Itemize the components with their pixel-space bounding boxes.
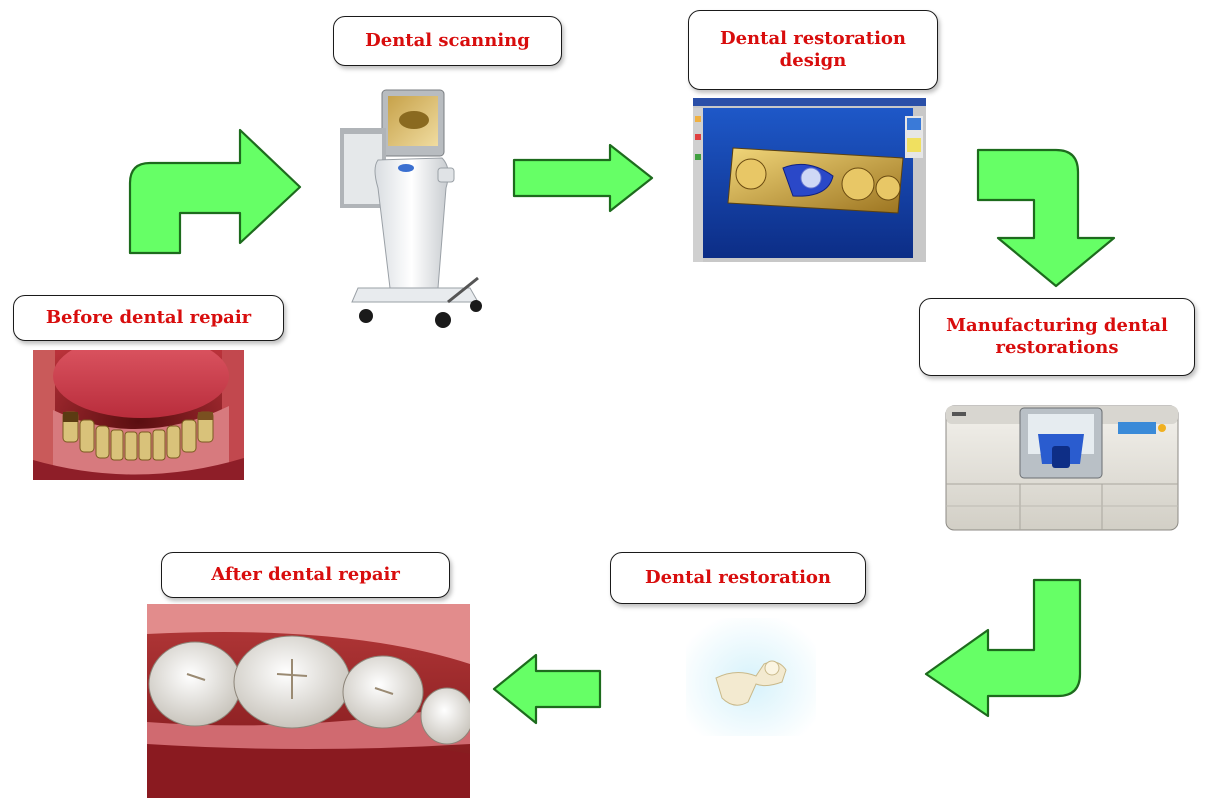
arrow-design-to-manufacturing [976,148,1118,288]
arrow-scanning-to-design [512,143,654,213]
design-software-screen [693,98,926,262]
dental-scanner-image [338,88,488,328]
milling-machine-image [942,398,1182,538]
label-manufacturing-dental-restorations: Manufacturing dental restorations [919,298,1195,376]
arrow-restoration-to-after [492,653,602,725]
label-dental-restoration: Dental restoration [610,552,866,604]
label-after-dental-repair: After dental repair [161,552,450,598]
label-before-dental-repair: Before dental repair [13,295,284,341]
before-repair-photo [33,350,244,480]
label-dental-scanning: Dental scanning [333,16,562,66]
label-dental-restoration-design: Dental restoration design [688,10,938,90]
arrow-before-to-scanning [125,125,305,255]
restoration-piece-image [686,618,816,736]
arrow-manufacturing-to-restoration [924,578,1084,718]
after-repair-photo [147,604,470,798]
